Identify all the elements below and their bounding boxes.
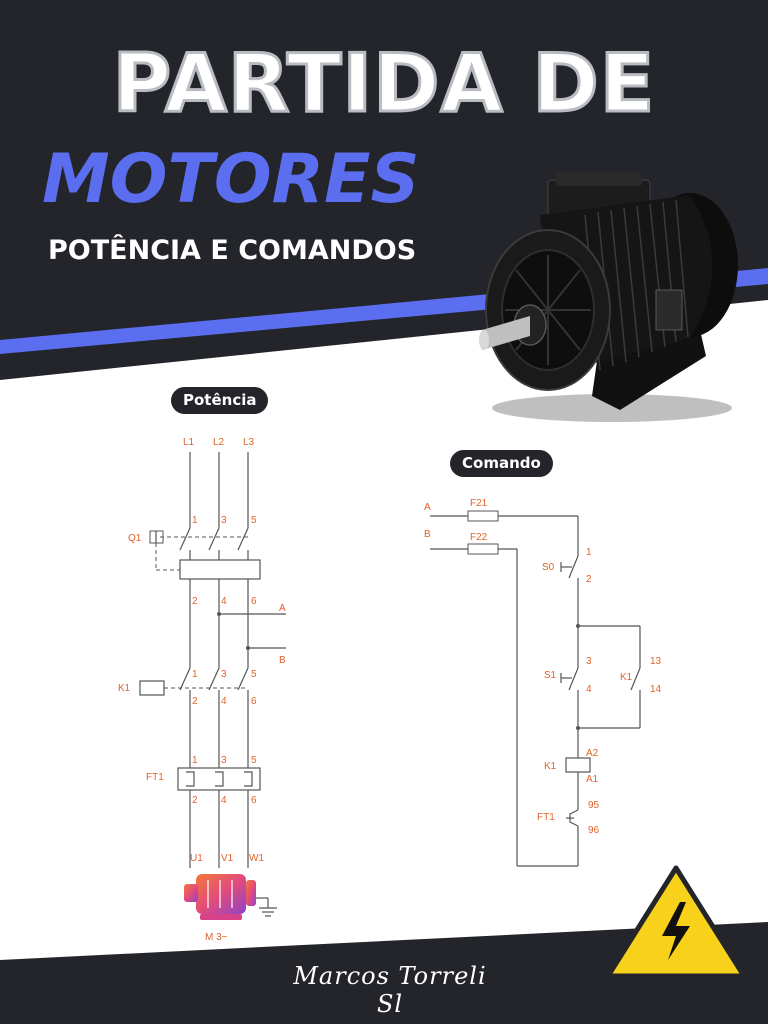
author-signature: Marcos Torreli Sl bbox=[293, 962, 487, 1018]
motor-label: M 3~ bbox=[205, 932, 228, 943]
terminal-label: 6 bbox=[251, 596, 257, 607]
electric-motor-illustration bbox=[479, 172, 738, 422]
contact-label: 96 bbox=[588, 825, 600, 836]
terminal-label: 3 bbox=[221, 755, 227, 766]
input-label-a: A bbox=[424, 502, 431, 513]
terminal-label: 2 bbox=[192, 596, 198, 607]
start-button-label: S1 bbox=[544, 670, 557, 681]
terminal-label: 2 bbox=[192, 795, 198, 806]
contactor-label: K1 bbox=[118, 683, 131, 694]
fuse-label: F22 bbox=[470, 532, 488, 543]
contact-label: 95 bbox=[588, 800, 600, 811]
ground-icon bbox=[256, 897, 277, 917]
contact-label: 2 bbox=[586, 574, 592, 585]
control-section-label: Comando bbox=[450, 450, 553, 477]
stop-button-label: S0 bbox=[542, 562, 555, 573]
contact-label: 4 bbox=[586, 684, 592, 695]
tap-label-a: A bbox=[279, 603, 286, 614]
terminal-label: 1 bbox=[192, 755, 198, 766]
contact-label: 14 bbox=[650, 684, 662, 695]
terminal-label: 1 bbox=[192, 669, 198, 680]
terminal-label: 5 bbox=[251, 755, 257, 766]
motor-terminal-label: V1 bbox=[221, 853, 234, 864]
cover-title-highlight: MOTORES bbox=[42, 140, 420, 219]
terminal-label: 5 bbox=[251, 669, 257, 680]
control-diagram: A B F21 F22 S0 1 2 S1 3 4 K1 13 bbox=[424, 498, 662, 867]
line-label-l3: L3 bbox=[243, 437, 255, 448]
contact-label: 1 bbox=[586, 547, 592, 558]
cover-title: PARTIDA DE bbox=[111, 37, 656, 130]
terminal-label: 3 bbox=[221, 669, 227, 680]
high-voltage-warning-icon bbox=[605, 865, 747, 979]
terminal-label: 4 bbox=[221, 596, 227, 607]
line-label-l2: L2 bbox=[213, 437, 225, 448]
power-section-label: Potência bbox=[171, 387, 269, 414]
terminal-label: 6 bbox=[251, 795, 257, 806]
fuse-label: F21 bbox=[470, 498, 488, 509]
terminal-label: 1 bbox=[192, 515, 198, 526]
coil-label: K1 bbox=[544, 761, 557, 772]
terminal-label: 4 bbox=[221, 696, 227, 707]
coil-terminal-label: A1 bbox=[586, 774, 599, 785]
footer-band bbox=[0, 922, 768, 1024]
motor-terminal-label: U1 bbox=[190, 853, 203, 864]
power-diagram: L1 L2 L3 1 3 5 Q1 2 4 6 A B 1 3 bbox=[118, 437, 286, 943]
input-label-b: B bbox=[424, 529, 431, 540]
breaker-label: Q1 bbox=[128, 533, 142, 544]
overload-contact-label: FT1 bbox=[537, 812, 555, 823]
contact-label: 3 bbox=[586, 656, 592, 667]
hold-contact-label: K1 bbox=[620, 672, 633, 683]
terminal-label: 6 bbox=[251, 696, 257, 707]
terminal-label: 5 bbox=[251, 515, 257, 526]
line-label-l1: L1 bbox=[183, 437, 195, 448]
motor-terminal-label: W1 bbox=[249, 853, 264, 864]
contact-label: 13 bbox=[650, 656, 662, 667]
tap-label-b: B bbox=[279, 655, 286, 666]
overload-relay-label: FT1 bbox=[146, 772, 164, 783]
terminal-label: 2 bbox=[192, 696, 198, 707]
coil-terminal-label: A2 bbox=[586, 748, 599, 759]
terminal-label: 4 bbox=[221, 795, 227, 806]
motor-icon bbox=[184, 874, 256, 920]
cover-subtitle: POTÊNCIA E COMANDOS bbox=[48, 235, 417, 266]
terminal-label: 3 bbox=[221, 515, 227, 526]
